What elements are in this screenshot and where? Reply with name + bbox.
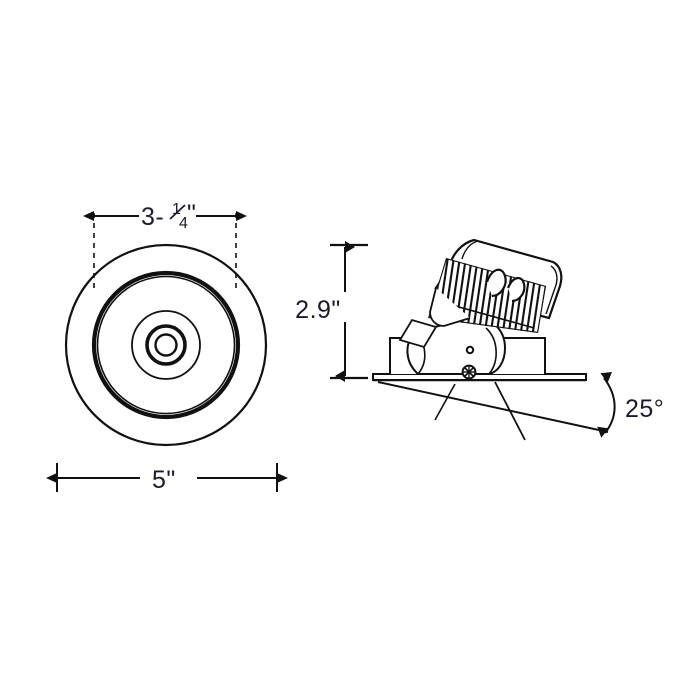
overall-height-label: 2.9" [295,296,341,324]
trim-flange [372,373,587,381]
aperture-dimension-numerator: 1 [172,201,181,218]
aperture-dimension-unit: " [187,200,196,228]
gimbal-barrel-right-edge [485,327,497,375]
tilt-reference-line [377,381,609,433]
side-view-group: 2.9" [295,238,664,441]
tilt-angle-label: 25° [625,395,664,423]
aperture-dimension-whole: 3- [141,203,164,231]
tilt-leader-line-secondary [434,383,456,421]
aperture-dimension-denominator: 4 [179,215,188,232]
locating-hole [465,345,475,355]
cable-loop-b [506,277,526,303]
head-collar [429,287,471,327]
housing-right-edge-inner [545,265,558,315]
tilt-leader-line [494,381,526,441]
aperture-dimension-label: 3- 1 4 " [141,200,196,232]
cable-loop-a [485,268,507,298]
fraction-slash [169,204,186,220]
overall-diameter-label: 5" [152,466,176,494]
tilt-angle-arc [597,372,616,438]
front-view-group: 3- 1 4 " 5" [46,200,288,494]
housing-top-fillet [461,240,479,260]
mounting-bracket [398,318,438,349]
led-lens-circle [154,333,178,357]
